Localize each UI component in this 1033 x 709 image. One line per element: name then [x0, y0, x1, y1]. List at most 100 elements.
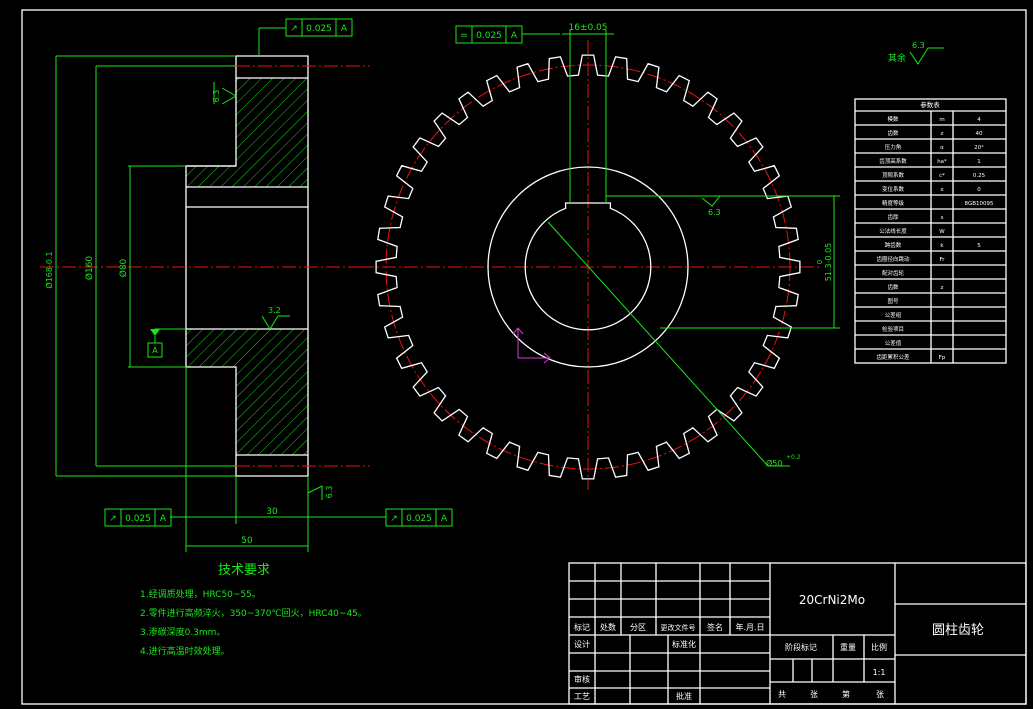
svg-text:设计: 设计 — [574, 639, 590, 649]
material: 20CrNi2Mo — [799, 593, 865, 607]
dim-tip-dia: Ø168-0.1 — [44, 251, 54, 288]
param-name: 检验项目 — [882, 325, 904, 333]
gear-teeth — [375, 54, 801, 480]
param-name: 精度等级 — [882, 199, 905, 207]
svg-text:第: 第 — [842, 689, 850, 699]
param-name: 公差值 — [885, 339, 902, 347]
svg-text:=: = — [460, 30, 468, 41]
param-name: 配对齿轮 — [882, 269, 905, 277]
param-symbol: c* — [939, 173, 945, 179]
param-symbol: W — [939, 229, 945, 235]
sheet-border — [21, 9, 1027, 705]
dim-keyway-width: 16±0.05 — [568, 23, 607, 33]
svg-text:张: 张 — [876, 690, 884, 699]
svg-text:签名: 签名 — [707, 622, 723, 632]
param-name: 齿厚 — [887, 214, 899, 221]
roughness-face: 6.3 — [325, 486, 334, 499]
tech-item-4: 4.进行高温时效处理。 — [140, 645, 230, 657]
bore-keyway — [524, 202, 652, 331]
param-name: 公差组 — [885, 311, 902, 319]
param-name: 压力角 — [885, 143, 902, 151]
roughness-bore: 3.2 — [268, 306, 281, 315]
param-symbol: Fp — [939, 355, 946, 361]
param-symbol: z — [941, 131, 944, 137]
param-value: 20° — [974, 145, 984, 151]
svg-text:标记: 标记 — [574, 622, 590, 632]
param-symbol: α — [940, 145, 944, 151]
fcf-keyway: = 0.025 A — [455, 25, 560, 44]
param-name: 齿数 — [887, 283, 899, 291]
param-name: 顶隙系数 — [882, 171, 905, 179]
param-name: 跨齿数 — [885, 241, 902, 249]
svg-text:↗: ↗ — [109, 514, 117, 524]
param-value: 40 — [976, 131, 983, 137]
param-name: 齿圈径向跳动 — [876, 255, 910, 263]
svg-text:工艺: 工艺 — [574, 692, 590, 701]
svg-text:A: A — [511, 31, 518, 41]
svg-text:↗: ↗ — [290, 24, 298, 34]
hub-circle — [487, 166, 689, 368]
dim-bore-dia: Ø80 — [118, 258, 129, 277]
svg-text:6.3: 6.3 — [912, 41, 925, 50]
svg-text:其余: 其余 — [888, 52, 906, 64]
tech-item-3: 3.渗碳深度0.3mm。 — [140, 626, 225, 638]
param-name: 齿数 — [887, 129, 899, 137]
svg-text:A: A — [441, 514, 448, 524]
front-view: 16±0.05 51.3-0.05 0 6.3 Ø50 +0.2 — [360, 23, 840, 490]
general-roughness: 其余 6.3 — [888, 41, 944, 65]
param-symbol: x — [940, 187, 944, 193]
fcf-bottom-left: ↗ 0.025 A — [104, 508, 172, 527]
tech-title: 技术要求 — [218, 563, 270, 578]
dim-hub-dia: Ø50 — [766, 458, 782, 468]
param-name: 齿顶高系数 — [879, 157, 907, 165]
svg-text:1:1: 1:1 — [873, 668, 886, 677]
param-symbol: m — [939, 117, 944, 123]
svg-text:比例: 比例 — [871, 642, 887, 652]
fcf-top: ↗ 0.025 A — [285, 18, 353, 37]
param-symbol: k — [940, 243, 944, 249]
datum-a-label: A — [152, 346, 158, 355]
svg-text:审核: 审核 — [574, 674, 590, 684]
svg-text:分区: 分区 — [630, 623, 646, 632]
param-symbol: Fr — [939, 257, 945, 263]
param-value: 1 — [977, 159, 981, 165]
dim-keyway-depth-tol: 0 — [816, 260, 824, 264]
param-name: 齿距累积公差 — [876, 353, 910, 361]
param-value: 4 — [977, 117, 981, 123]
param-value: 0.25 — [973, 173, 986, 179]
svg-text:处数: 处数 — [600, 622, 616, 632]
svg-text:标准化: 标准化 — [672, 639, 696, 649]
section-view: Ø168-0.1 Ø160 Ø80 A 6.3 3.2 6.3 30 — [40, 27, 386, 552]
tech-item-1: 1.经调质处理，HRC50~55。 — [140, 588, 261, 600]
tech-item-2: 2.零件进行高频淬火，350~370℃回火，HRC40~45。 — [140, 607, 367, 619]
param-name: 模数 — [887, 115, 899, 123]
roughness-keyway: 6.3 — [708, 208, 721, 217]
svg-text:A: A — [341, 24, 348, 34]
svg-text:↗: ↗ — [390, 514, 398, 524]
dim-hub-dia-tol: +0.2 — [786, 454, 801, 461]
dim-hub-width: 50 — [241, 536, 253, 546]
svg-text:年.月.日: 年.月.日 — [735, 622, 764, 632]
svg-text:0.025: 0.025 — [125, 514, 151, 524]
param-symbol: s — [941, 215, 944, 221]
svg-text:批准: 批准 — [676, 691, 692, 701]
param-name: 图号 — [887, 297, 899, 305]
dim-face-width: 30 — [266, 507, 278, 517]
param-value: 0 — [977, 187, 981, 193]
svg-text:共: 共 — [778, 690, 786, 699]
dim-pitch-dia: Ø160 — [84, 256, 95, 281]
svg-text:更改文件号: 更改文件号 — [661, 623, 696, 632]
param-value: 8GB10095 — [964, 201, 994, 207]
svg-text:0.025: 0.025 — [306, 24, 332, 34]
title-block: 20CrNi2Mo 圆柱齿轮 标记 处数 分区 更改文件号 签名 年.月.日 设… — [568, 562, 1027, 705]
param-name: 公法线长度 — [879, 227, 907, 235]
svg-text:A: A — [160, 514, 167, 524]
param-symbol: z — [941, 285, 944, 291]
part-name: 圆柱齿轮 — [932, 623, 984, 638]
dim-keyway-depth: 51.3-0.05 — [824, 243, 833, 282]
param-name: 变位系数 — [882, 185, 905, 193]
tech-requirements: 技术要求 1.经调质处理，HRC50~55。 2.零件进行高频淬火，350~37… — [140, 563, 367, 657]
fcf-bottom-right: ↗ 0.025 A — [385, 508, 453, 527]
